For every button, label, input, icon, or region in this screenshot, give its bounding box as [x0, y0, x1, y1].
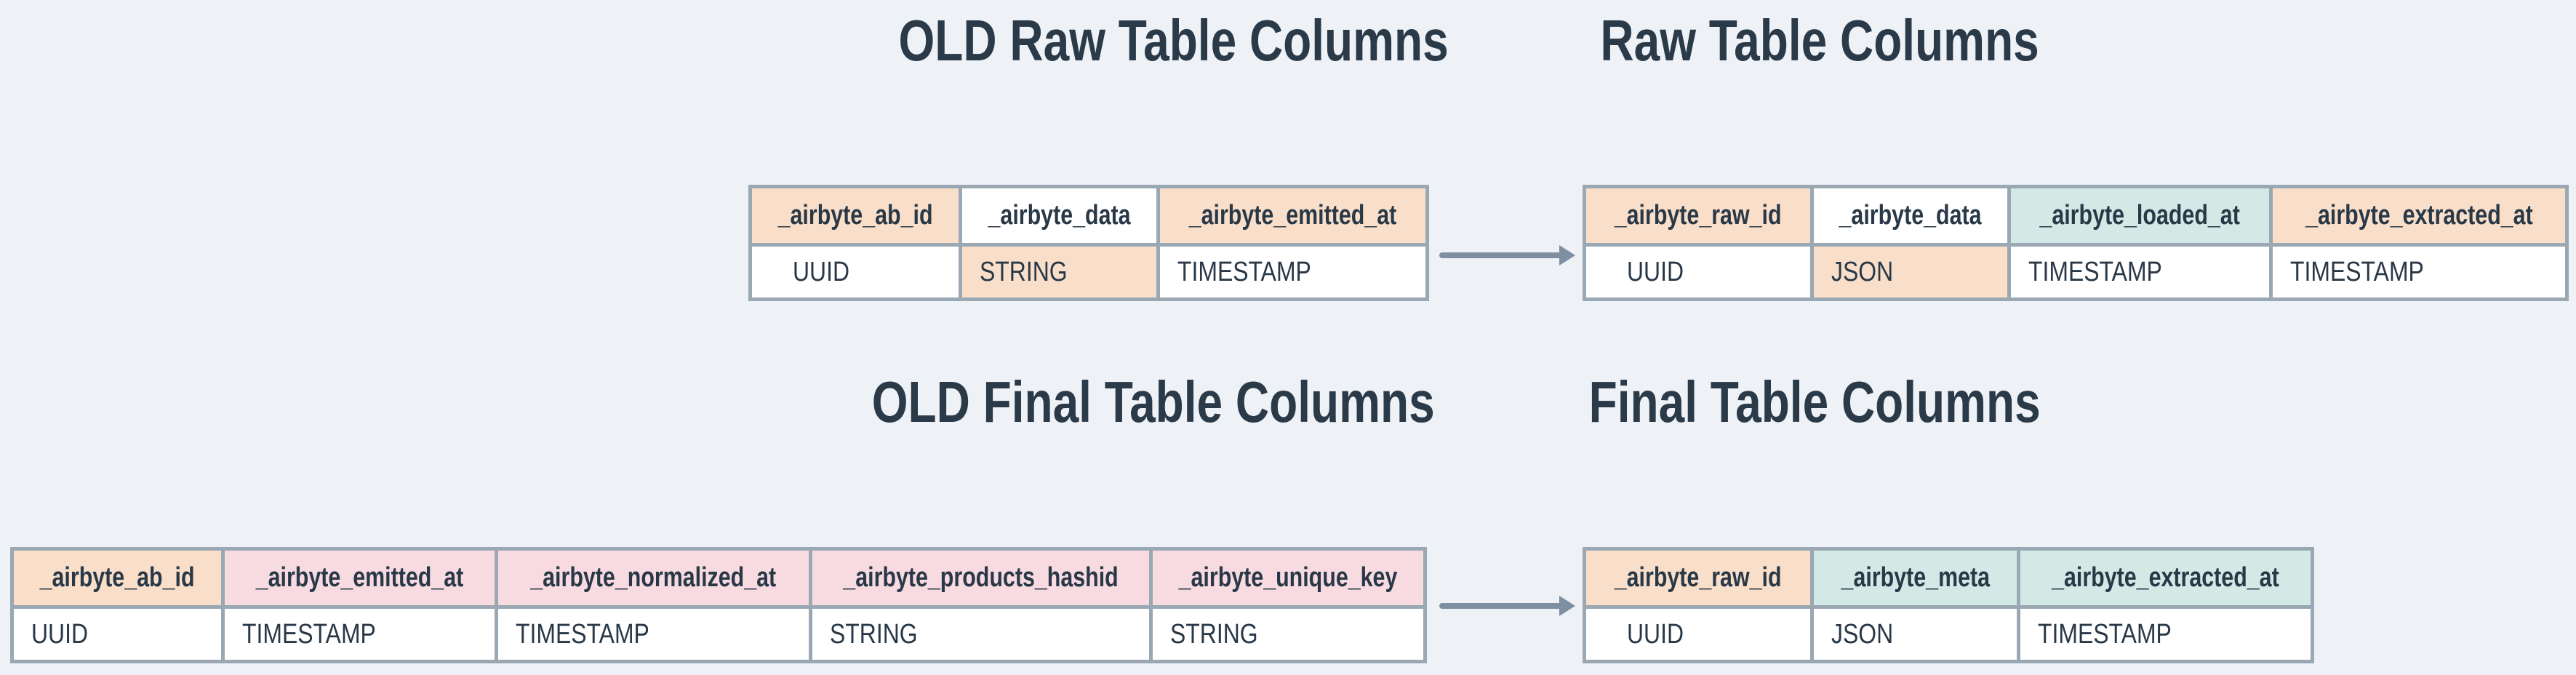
column-header-cell: _airbyte_extracted_at — [2273, 188, 2565, 243]
column-type-cell: STRING — [812, 609, 1149, 660]
title-old-raw-table-columns: OLD Raw Table Columns — [737, 12, 1610, 70]
column-type-cell: STRING — [962, 247, 1156, 297]
column-type-cell: TIMESTAMP — [2020, 609, 2311, 660]
arrow-head-icon — [1559, 245, 1575, 265]
column-header-cell: _airbyte_unique_key — [1153, 551, 1423, 605]
column-type-cell: TIMESTAMP — [225, 609, 495, 660]
title-old-final-text: OLD Final Table Columns — [872, 370, 1435, 434]
arrow-head-icon — [1559, 596, 1575, 616]
column-type-cell: STRING — [1153, 609, 1423, 660]
column-type-cell: UUID — [752, 247, 959, 297]
title-final-table-columns: Final Table Columns — [1378, 373, 2251, 431]
final-table: _airbyte_raw_id _airbyte_meta _airbyte_e… — [1583, 547, 2314, 663]
column-type-cell: TIMESTAMP — [498, 609, 809, 660]
column-type-cell: UUID — [1586, 247, 1810, 297]
column-header-cell: _airbyte_ab_id — [14, 551, 221, 605]
raw-table: _airbyte_raw_id _airbyte_data _airbyte_l… — [1583, 185, 2569, 301]
column-type-cell: TIMESTAMP — [1160, 247, 1425, 297]
column-header-cell: _airbyte_emitted_at — [1160, 188, 1425, 243]
title-final-text: Final Table Columns — [1588, 370, 2041, 434]
column-type-cell: TIMESTAMP — [2011, 247, 2269, 297]
title-old-final-table-columns: OLD Final Table Columns — [717, 373, 1590, 431]
column-header-cell: _airbyte_meta — [1814, 551, 2017, 605]
column-header-cell: _airbyte_data — [1814, 188, 2007, 243]
title-old-raw-text: OLD Raw Table Columns — [898, 8, 1449, 73]
column-type-cell: JSON — [1814, 247, 2007, 297]
column-type-cell: UUID — [1586, 609, 1810, 660]
old-final-table: _airbyte_ab_id _airbyte_emitted_at _airb… — [10, 547, 1427, 663]
column-header-cell: _airbyte_data — [962, 188, 1156, 243]
arrow-old-final-to-final — [1439, 596, 1575, 616]
old-raw-table: _airbyte_ab_id _airbyte_data _airbyte_em… — [748, 185, 1429, 301]
column-header-cell: _airbyte_loaded_at — [2011, 188, 2269, 243]
arrow-shaft — [1439, 603, 1564, 609]
column-header-cell: _airbyte_extracted_at — [2020, 551, 2311, 605]
column-header-cell: _airbyte_normalized_at — [498, 551, 809, 605]
arrow-shaft — [1439, 252, 1564, 258]
column-header-cell: _airbyte_emitted_at — [225, 551, 495, 605]
column-type-cell: UUID — [14, 609, 221, 660]
column-header-cell: _airbyte_products_hashid — [812, 551, 1149, 605]
title-raw-text: Raw Table Columns — [1600, 8, 2039, 73]
column-type-cell: TIMESTAMP — [2273, 247, 2565, 297]
column-header-cell: _airbyte_ab_id — [752, 188, 959, 243]
arrow-old-raw-to-raw — [1439, 245, 1575, 265]
column-header-cell: _airbyte_raw_id — [1586, 188, 1810, 243]
column-header-cell: _airbyte_raw_id — [1586, 551, 1810, 605]
column-type-cell: JSON — [1814, 609, 2017, 660]
title-raw-table-columns: Raw Table Columns — [1383, 12, 2256, 70]
